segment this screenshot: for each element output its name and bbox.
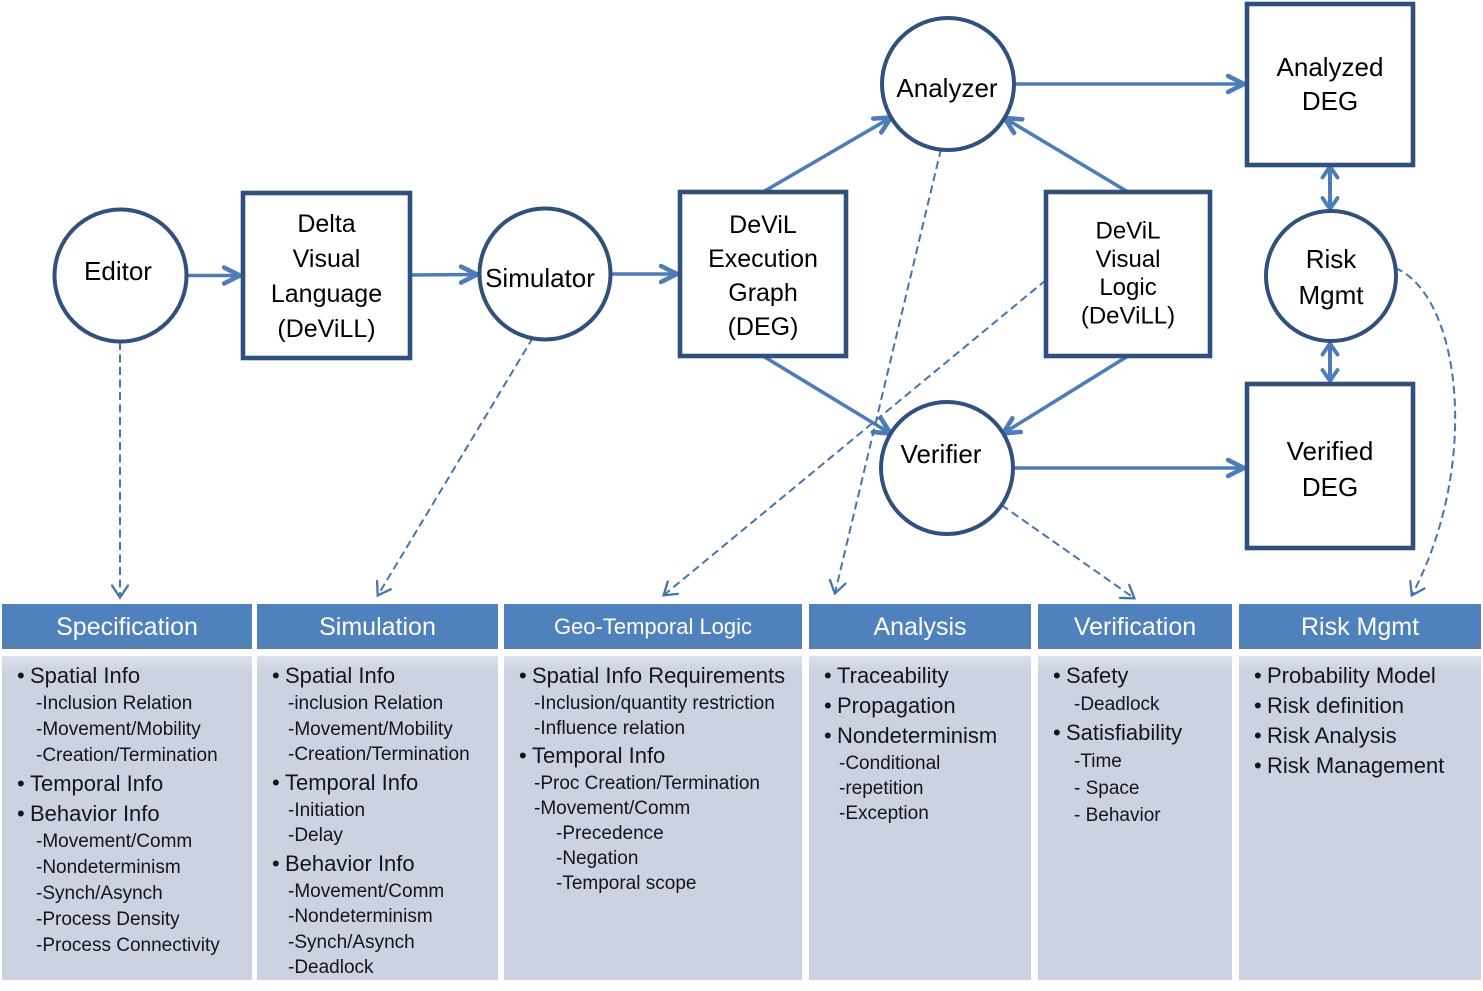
svg-text:(DeViLL): (DeViLL): [277, 315, 375, 343]
svg-text:Mgmt: Mgmt: [1299, 280, 1365, 310]
svg-text:Visual: Visual: [1096, 246, 1161, 273]
svg-text:Verifier: Verifier: [901, 439, 982, 469]
svg-text:Execution: Execution: [708, 245, 818, 273]
svg-text:Analyzed: Analyzed: [1277, 52, 1384, 82]
svg-text:(DEG): (DEG): [728, 313, 799, 341]
svg-text:Language: Language: [271, 280, 382, 308]
svg-text:Graph: Graph: [728, 279, 797, 307]
svg-text:Simulator: Simulator: [485, 263, 595, 293]
svg-text:Logic: Logic: [1099, 274, 1156, 301]
svg-text:Risk: Risk: [1306, 244, 1358, 274]
svg-text:DeViL: DeViL: [1096, 218, 1161, 245]
svg-text:DEG: DEG: [1302, 86, 1358, 116]
svg-text:Editor: Editor: [84, 256, 152, 286]
svg-text:DeViL: DeViL: [729, 211, 797, 239]
svg-text:Verified: Verified: [1287, 436, 1374, 466]
svg-text:DEG: DEG: [1302, 472, 1358, 502]
svg-text:Visual: Visual: [293, 245, 361, 273]
svg-text:(DeViLL): (DeViLL): [1081, 303, 1175, 330]
svg-text:Analyzer: Analyzer: [896, 73, 997, 103]
svg-text:Delta: Delta: [297, 210, 355, 238]
